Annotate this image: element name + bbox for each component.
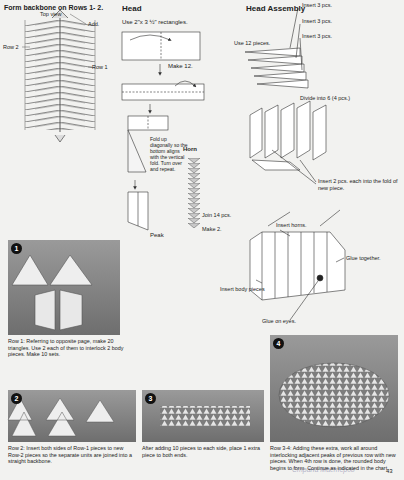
step-number: 4 [273,338,284,349]
annotation-label: Form backbone on Rows 1- 2. [4,4,124,12]
horn-drawing [188,158,200,228]
step-number: 3 [145,393,156,404]
step-arrow [150,104,151,112]
fold-arrow [175,81,195,86]
leader-line [256,280,262,283]
annotation-label: Horn [183,146,213,153]
annotation-label: Insert body pieces [220,286,270,293]
fold-line [122,92,204,93]
leader-line [300,38,302,70]
head-assembly-drawing [245,8,345,320]
horn-pieces [188,158,200,228]
step-caption: After adding 10 pieces to each side, pla… [142,445,264,458]
photo-panel: 1Row 1: Referring to opposite page, make… [8,240,120,335]
backbone-end-piece [52,10,68,142]
leader-line [22,47,30,48]
photo [8,390,136,442]
piece [248,56,302,64]
annotation-label: Insert 3 pcs. [302,18,362,25]
photo-panel: 4Row 3-4: Adding these extra, work all a… [270,335,398,442]
step-number: 2 [11,393,22,404]
annotation-label: Peak [150,232,180,239]
step-arrow [160,64,161,74]
photo-trees [8,398,114,436]
stack [265,105,278,158]
leader-line [290,8,298,48]
annotation-label: Join 14 pcs. [202,212,242,219]
step-caption: Row 1: Referring to opposite page, make … [8,338,124,358]
leader-line [300,160,316,182]
stack [313,105,326,160]
backbone-drawing [22,10,95,142]
piece [257,80,308,88]
annotation-label: Head [122,4,162,14]
photo-panel: 3After adding 10 pieces to each side, pl… [142,390,264,442]
annotation-label: Row 2 [3,44,33,51]
stack [281,103,294,158]
diagonal-fold [128,130,146,172]
photo-pieces [35,290,82,330]
head-fold [262,232,327,300]
annotation-label: Make 12. [168,63,208,70]
folded-rectangle [122,84,204,100]
backbone-spine [60,18,61,132]
annotation-label: Glue together. [346,255,401,262]
step-caption: Row 3-4: Adding these extra, work all ar… [270,445,398,471]
photo [8,240,120,335]
stack [250,108,262,158]
annotation-label: Insert 2 pcs. each into the fold of new … [318,178,398,191]
annotation-label: Glue on eyes. [262,318,322,325]
annotation-label: Add. [88,21,118,28]
annotation-label: Use 12 pieces. [234,40,294,47]
step-number: 1 [11,243,22,254]
paper-rectangle [122,32,200,60]
fold-arrow [130,35,170,40]
annotation-label: Use 2"x 3 ½" rectangles. [122,19,232,26]
leader-line [272,150,316,184]
photo-body [279,363,389,427]
annotation-label: Top view [40,11,80,18]
fold-line [138,192,139,226]
photo [142,390,264,442]
finished-piece [128,192,148,230]
annotation-label: Insert horns. [276,222,336,229]
annotation-label: Fold up diagonally so the bottom aligns … [150,136,190,172]
photo-triangles [12,255,92,285]
step-arrow [135,180,136,188]
piece [245,48,300,56]
annotation-label: Make 2. [202,226,242,233]
leader-line [88,67,92,68]
photos [8,240,398,442]
backbone-edge [25,20,95,130]
leader-line [336,258,344,262]
annotation-label: Divide into 6 (4 pcs.) [300,95,390,102]
leader-line [70,14,86,24]
photo [270,335,398,442]
piece [254,72,306,80]
eye [317,275,323,281]
piece [251,64,304,72]
leader-line [296,24,300,58]
photo-panel: 2Row 2: Insert both sides of Row-1 piece… [8,390,136,442]
step-caption: Row 2: Insert both sides of Row-1 pieces… [8,445,136,465]
annotation-label: Row 1 [92,64,122,71]
leader-line [290,281,318,320]
photo-backbone [160,406,250,426]
leader-line [280,230,290,236]
stack [252,160,300,170]
fold-line [148,116,149,130]
annotation-label: Insert 3 pcs. [302,2,362,9]
head-steps [122,32,204,230]
stack [297,101,310,158]
folded-strip [128,116,168,130]
annotation-label: Insert 3 pcs. [302,33,362,40]
